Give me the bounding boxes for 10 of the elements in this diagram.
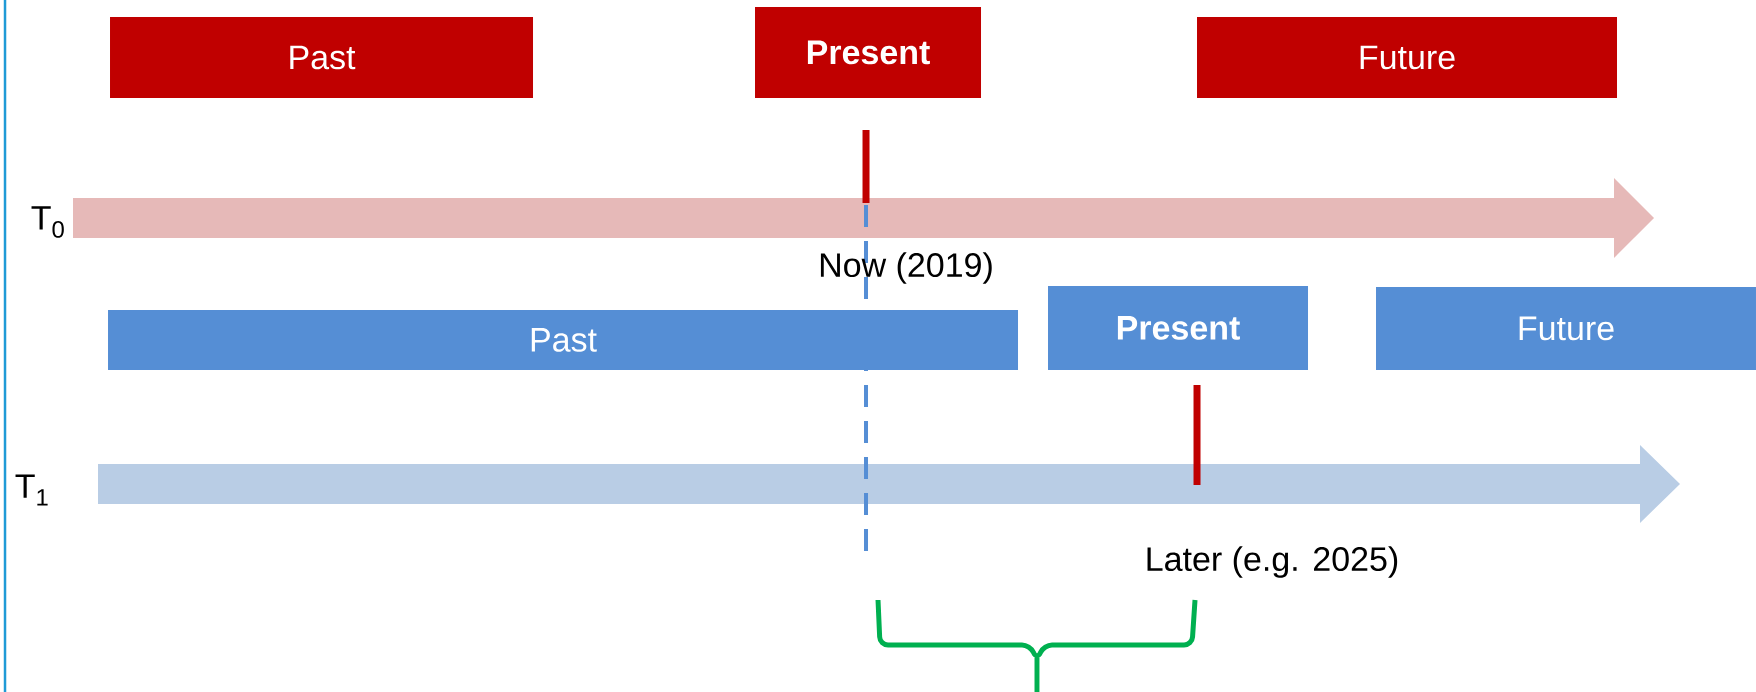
period-box: Past <box>108 310 1018 370</box>
axis-label: T$_{1}$ <box>15 474 48 506</box>
period-box: Present <box>755 7 981 98</box>
period-box: Future <box>1197 17 1617 98</box>
axis-label: T$_{0}$ <box>31 206 64 238</box>
period-box: Future <box>1376 287 1756 370</box>
date-label: Now (2019) <box>820 252 992 284</box>
date-label: Later (e.g. 2025) <box>1147 546 1398 578</box>
period-box: Present <box>1048 286 1308 370</box>
period-box: Past <box>110 17 533 98</box>
